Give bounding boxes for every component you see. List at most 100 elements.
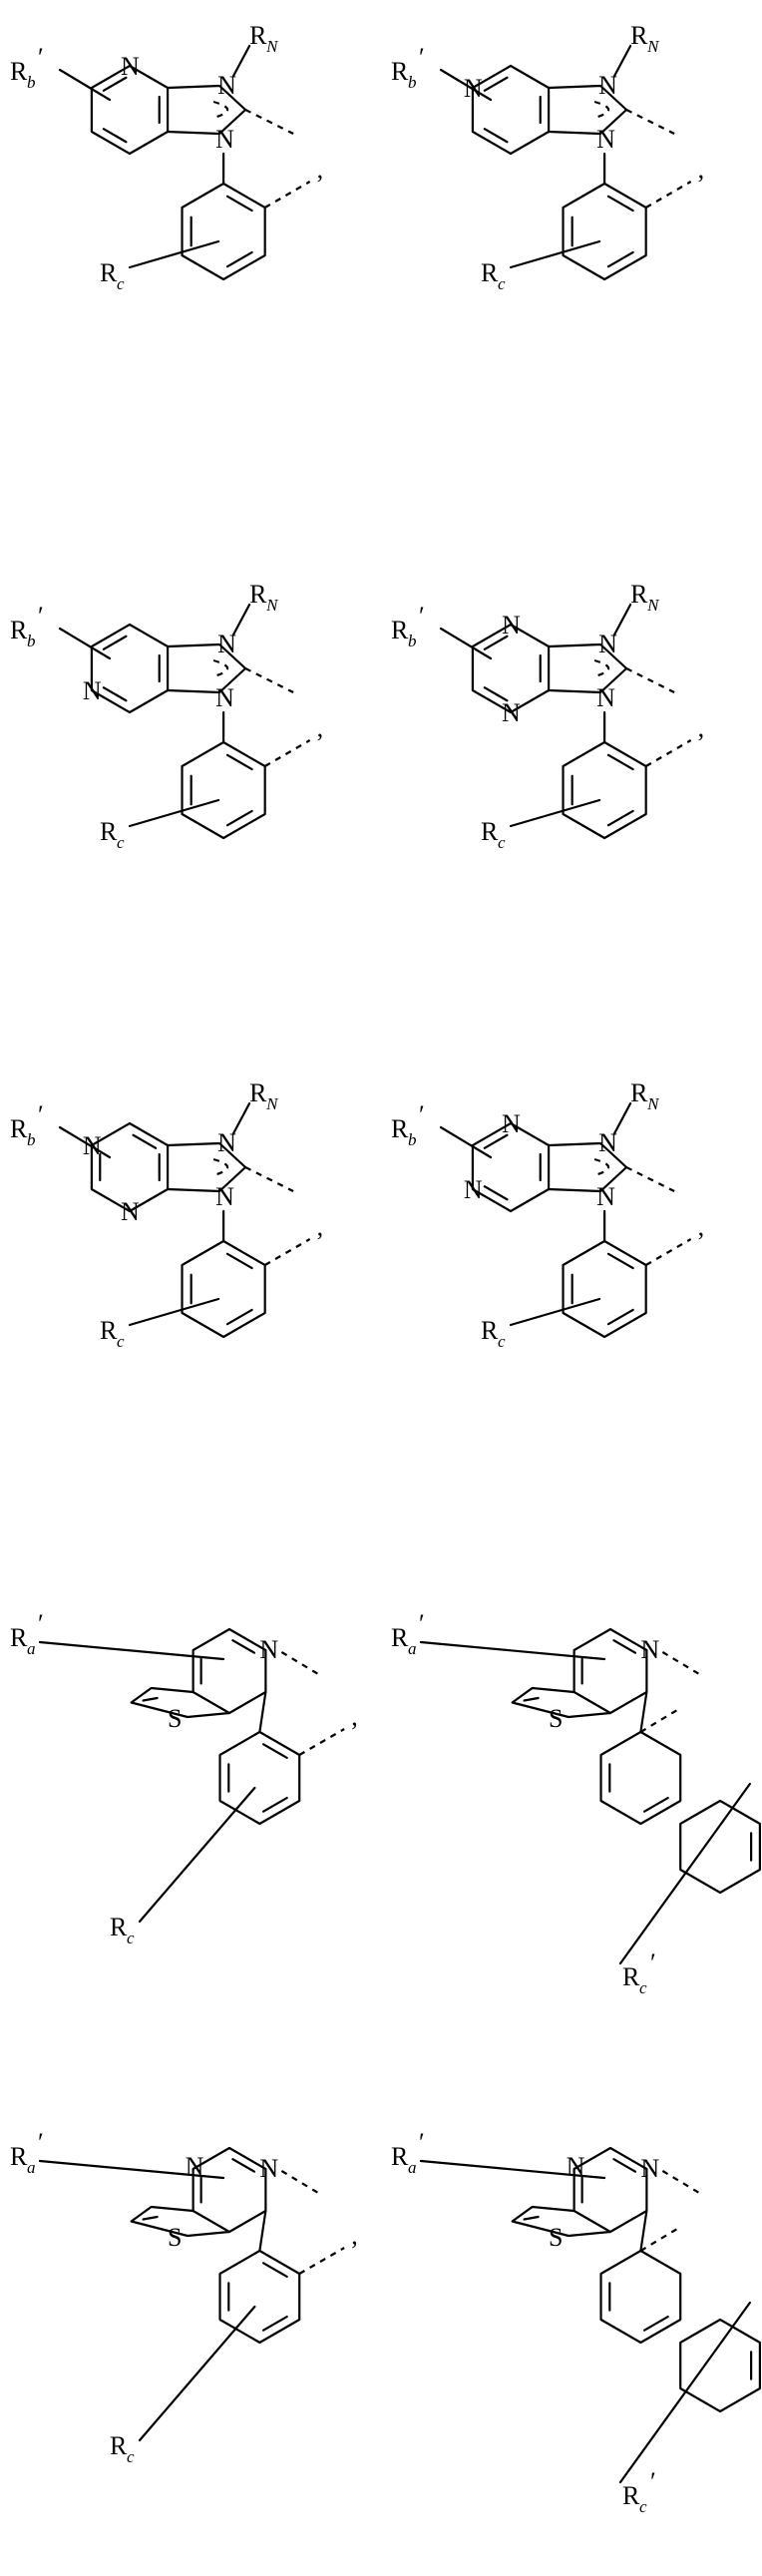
r-label: R	[110, 2431, 128, 2460]
bond	[646, 182, 691, 208]
bond	[626, 1167, 674, 1191]
bond	[680, 1801, 760, 1893]
bond	[646, 740, 691, 766]
comma: ,	[351, 2221, 358, 2250]
r-subscript: a	[27, 2158, 36, 2177]
bond	[421, 1642, 604, 1659]
r-label: R	[100, 1316, 118, 1345]
bond	[564, 742, 646, 838]
r-label: R	[622, 2481, 640, 2510]
bond	[140, 1788, 254, 1922]
atom-label: S	[549, 2223, 563, 2252]
bond	[511, 241, 599, 267]
structure-s9: SNNRa′,Rc	[0, 2075, 381, 2514]
bond	[265, 740, 310, 766]
comma: ,	[351, 1702, 358, 1731]
structure-s1: NNRNNRb′,Rc	[0, 0, 381, 299]
bond	[662, 1652, 702, 1676]
r-subscript: c	[127, 1929, 135, 1947]
r-label: R	[622, 1962, 640, 1991]
bond	[245, 1167, 293, 1191]
bond	[220, 1732, 300, 1824]
r-label: R	[481, 1316, 499, 1345]
bond	[92, 625, 168, 712]
r-label: R	[249, 1078, 267, 1107]
bond	[193, 1629, 266, 1713]
atom-label: N	[121, 1197, 140, 1226]
r-label: R	[249, 580, 267, 609]
r-subscript: c	[639, 1978, 647, 1997]
bond	[183, 1241, 265, 1337]
prime-mark: ′	[419, 1609, 425, 1638]
atom-label: N	[596, 1182, 615, 1211]
prime-mark: ′	[650, 2467, 656, 2496]
bond	[60, 629, 110, 658]
bond	[213, 1159, 227, 1175]
bond	[614, 46, 630, 76]
bond	[601, 1732, 681, 1824]
r-subscript: c	[117, 833, 125, 852]
structure-s7: SNRa′,Rc	[0, 1556, 381, 1995]
bond	[594, 1159, 608, 1175]
bond	[265, 1239, 310, 1265]
r-label: R	[391, 57, 409, 86]
bond	[259, 2211, 265, 2251]
r-subscript: a	[408, 2158, 417, 2177]
comma: ,	[317, 1212, 324, 1241]
bond	[220, 2251, 300, 2343]
bond	[646, 1239, 691, 1265]
bond	[183, 742, 265, 838]
r-subscript: N	[646, 1094, 660, 1113]
bond	[564, 184, 646, 279]
r-label: R	[10, 616, 28, 644]
bond	[662, 2171, 702, 2195]
atom-label: N	[259, 1635, 278, 1664]
r-label: R	[391, 616, 409, 644]
prime-mark: ′	[38, 43, 44, 72]
bond	[130, 800, 218, 826]
bond	[281, 2171, 321, 2195]
molecule-drawing: NNRNNRb′,Rc	[0, 0, 381, 299]
atom-label: S	[168, 2223, 182, 2252]
bond	[245, 110, 293, 134]
bond	[574, 2148, 647, 2232]
r-label: R	[10, 1114, 28, 1143]
bond	[130, 1299, 218, 1325]
bond	[233, 46, 249, 76]
bond	[564, 1241, 646, 1337]
molecule-drawing: SNRa′,Rc′	[381, 1556, 762, 2035]
atom-label: N	[596, 125, 615, 154]
atom-label: N	[640, 1635, 659, 1664]
atom-label: N	[640, 2154, 659, 2183]
bond	[626, 110, 674, 134]
r-label: R	[100, 258, 118, 287]
atom-label: S	[168, 1704, 182, 1733]
atom-label: N	[502, 698, 521, 727]
molecule-drawing: SNRa′,Rc	[0, 1556, 381, 1995]
bond	[213, 660, 227, 676]
molecule-drawing: NNRNNRb′,Rc	[0, 559, 381, 858]
bond	[574, 1629, 647, 1713]
r-subscript: N	[646, 596, 660, 615]
r-subscript: N	[265, 596, 279, 615]
r-subscript: b	[27, 632, 36, 650]
comma: ,	[698, 713, 705, 742]
bond	[640, 1692, 646, 1732]
bond	[441, 629, 491, 658]
bond	[140, 2307, 254, 2440]
r-label: R	[110, 1913, 128, 1941]
bond	[299, 2248, 344, 2274]
bond	[183, 184, 265, 279]
molecule-drawing: NNRNNRb′,Rc	[381, 0, 762, 299]
bond	[614, 605, 630, 635]
prime-mark: ′	[419, 2128, 425, 2157]
r-subscript: N	[265, 1094, 279, 1113]
r-subscript: c	[117, 274, 125, 293]
bond	[594, 102, 608, 118]
r-subscript: a	[408, 1639, 417, 1658]
r-subscript: a	[27, 1639, 36, 1658]
r-subscript: c	[498, 1332, 506, 1351]
r-subscript: N	[646, 37, 660, 56]
prime-mark: ′	[38, 602, 44, 631]
bond	[614, 1103, 630, 1133]
